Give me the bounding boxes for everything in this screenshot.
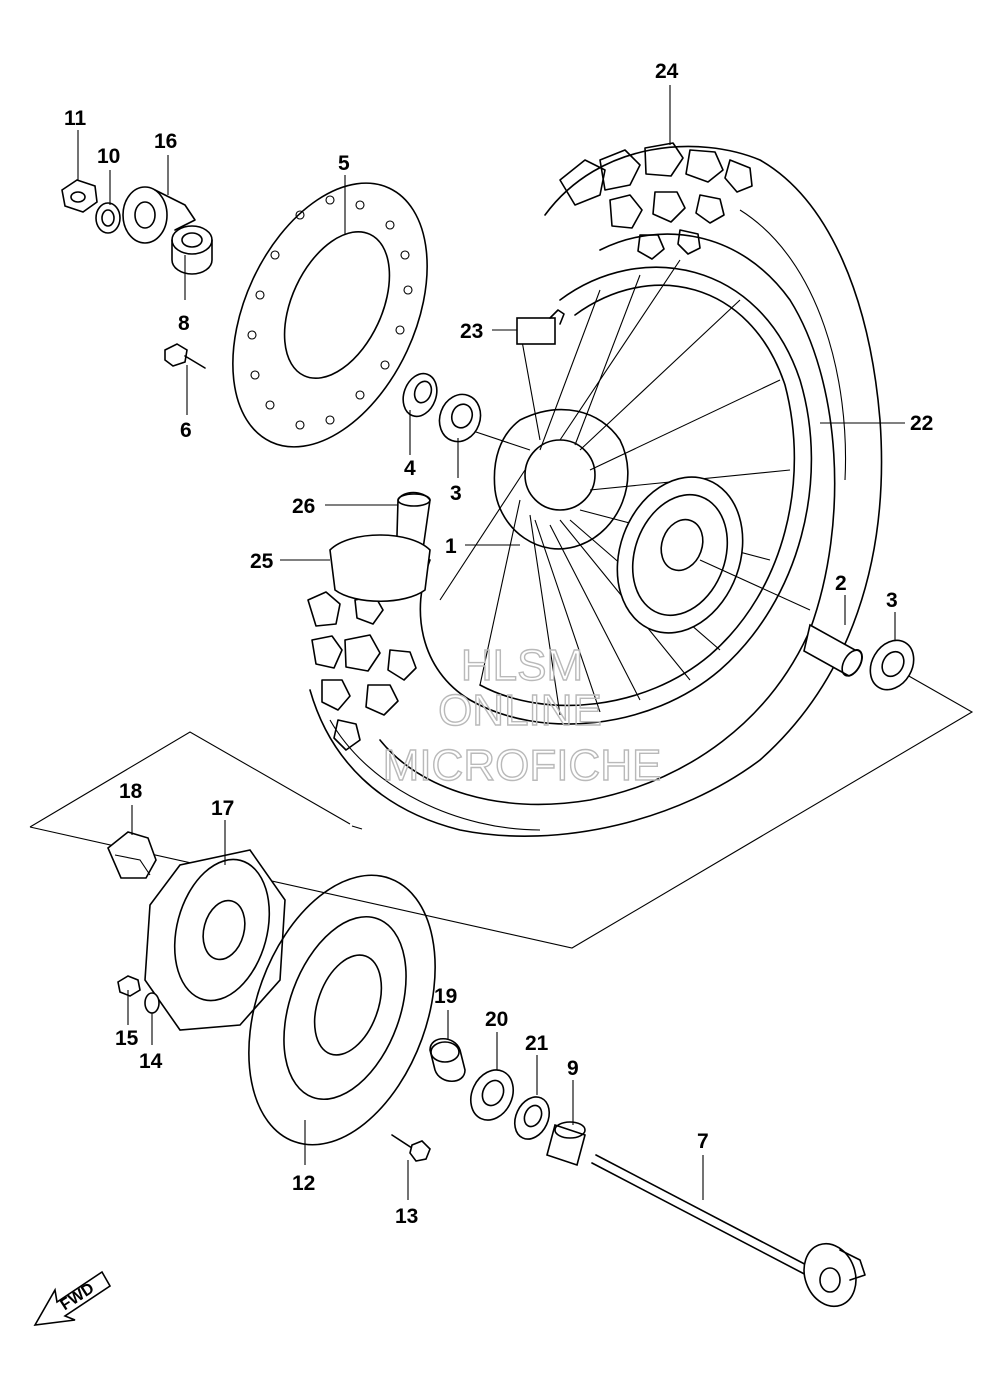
washer-10 xyxy=(95,202,121,234)
part-label-12[interactable]: 12 xyxy=(292,1172,315,1195)
part-label-9[interactable]: 9 xyxy=(567,1057,579,1080)
part-label-1[interactable]: 1 xyxy=(445,535,457,558)
part-label-6[interactable]: 6 xyxy=(180,419,192,442)
chain-adjuster-16 xyxy=(122,186,196,244)
oil-seal-21 xyxy=(513,1096,551,1140)
watermark: HLSM ONLINE MICROFICHE xyxy=(382,640,662,790)
part-label-19[interactable]: 19 xyxy=(434,985,457,1008)
part-label-4[interactable]: 4 xyxy=(404,457,416,480)
part-labels: 1 2 3 3 4 5 6 7 8 9 10 11 12 13 14 15 16… xyxy=(64,60,933,1228)
oil-seal-4 xyxy=(402,372,438,418)
part-label-16[interactable]: 16 xyxy=(154,130,177,153)
part-label-2[interactable]: 2 xyxy=(835,572,847,595)
watermark-line-2: ONLINE xyxy=(438,686,602,735)
nut-15 xyxy=(117,975,141,997)
part-label-18[interactable]: 18 xyxy=(119,780,143,803)
part-label-10[interactable]: 10 xyxy=(97,145,120,168)
part-label-15[interactable]: 15 xyxy=(115,1027,139,1050)
part-label-8[interactable]: 8 xyxy=(178,312,190,335)
part-label-5[interactable]: 5 xyxy=(338,152,350,175)
axle-7 xyxy=(591,1154,866,1308)
nut-11 xyxy=(61,179,98,213)
leader-lines xyxy=(77,85,905,1200)
collar-8 xyxy=(171,225,213,275)
bearing-3-right xyxy=(869,639,915,691)
part-label-22[interactable]: 22 xyxy=(910,412,933,435)
sprocket-12 xyxy=(248,874,436,1146)
sprocket-drum-17 xyxy=(144,849,286,1031)
spacer-9 xyxy=(546,1121,586,1167)
rim-band-25 xyxy=(329,534,431,603)
bolt-13 xyxy=(391,1134,431,1162)
bolt-6 xyxy=(164,343,206,369)
watermark-line-1: HLSM xyxy=(461,641,583,690)
part-label-11[interactable]: 11 xyxy=(64,107,87,130)
fwd-arrow-icon: FWD xyxy=(33,1270,112,1326)
part-label-13[interactable]: 13 xyxy=(395,1205,418,1228)
tread-blocks-top xyxy=(559,142,753,260)
valve-23 xyxy=(516,309,565,345)
tread-blocks-bottom xyxy=(307,591,417,751)
bearing-20 xyxy=(470,1069,514,1121)
bearing-3-left xyxy=(438,393,482,443)
part-label-17[interactable]: 17 xyxy=(211,797,234,820)
watermark-line-3: MICROFICHE xyxy=(383,741,662,790)
part-label-7[interactable]: 7 xyxy=(697,1130,709,1153)
part-label-14[interactable]: 14 xyxy=(139,1050,163,1073)
washer-14 xyxy=(144,992,160,1014)
wheel-spokes xyxy=(439,259,791,716)
part-label-24[interactable]: 24 xyxy=(655,60,679,83)
part-label-23[interactable]: 23 xyxy=(460,320,483,343)
collar-19 xyxy=(429,1037,466,1083)
assembly-outline xyxy=(29,670,974,949)
fwd-label: FWD xyxy=(58,1280,98,1314)
part-label-3b[interactable]: 3 xyxy=(450,482,462,505)
spacer-2 xyxy=(803,623,863,677)
part-label-26[interactable]: 26 xyxy=(292,495,315,518)
cushion-18 xyxy=(107,831,157,879)
part-label-25[interactable]: 25 xyxy=(250,550,274,573)
brake-disc xyxy=(232,182,428,448)
part-label-3a[interactable]: 3 xyxy=(886,589,898,612)
right-hub xyxy=(616,476,811,634)
part-label-21[interactable]: 21 xyxy=(525,1032,549,1055)
part-label-20[interactable]: 20 xyxy=(485,1008,508,1031)
